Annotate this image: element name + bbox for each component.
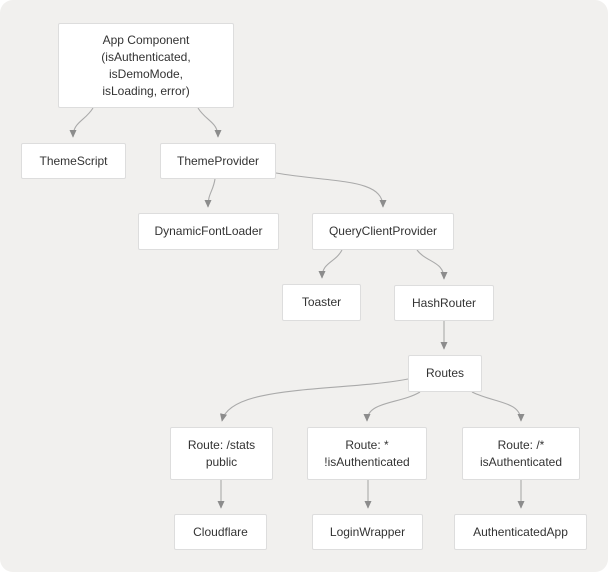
node-routes[interactable]: Routes [408,355,482,392]
node-label: QueryClientProvider [328,224,438,238]
node-label: LoginWrapper [329,524,406,539]
node-theme-provider[interactable]: ThemeProvider [160,143,276,179]
node-route-stats[interactable]: Route: /stats public [170,427,273,480]
node-dynamic-font-loader[interactable]: DynamicFontLoader [138,213,279,250]
node-label: Routes [425,366,465,380]
edge-app-component-to-theme-provider [197,107,222,138]
node-toaster[interactable]: Toaster [282,284,361,321]
node-route-star[interactable]: Route: * !isAuthenticated [307,427,427,480]
node-label: DynamicFontLoader [154,224,263,238]
node-label: Toaster [301,295,342,309]
node-label: App Component [102,32,190,47]
node-label: (isAuthenticated, [101,49,191,64]
node-label: ThemeScript [39,153,108,168]
edge-app-component-to-theme-script [69,107,94,138]
edge-theme-provider-to-dynamic-font-loader [204,178,216,208]
edge-query-client-provider-to-hash-router [416,249,448,280]
node-label: Cloudflare [193,524,248,539]
node-label: Route: /* [497,437,545,452]
edge-theme-provider-to-query-client-provider [275,172,387,208]
node-label: Route: * [345,437,389,452]
node-label: public [205,454,238,469]
node-authenticated-app[interactable]: AuthenticatedApp [454,514,587,550]
node-label: !isAuthenticated [324,454,410,469]
node-route-slash-star[interactable]: Route: /* isAuthenticated [462,427,580,480]
node-label: HashRouter [411,295,477,310]
edge-routes-to-route-slash-star [471,391,525,422]
node-cloudflare[interactable]: Cloudflare [174,514,267,550]
node-label: isDemoMode, [108,66,184,81]
node-hash-router[interactable]: HashRouter [394,285,494,321]
node-app-component[interactable]: App Component (isAuthenticated, isDemoMode… [58,23,234,108]
node-label: AuthenticatedApp [473,524,568,539]
edge-routes-to-route-stats [220,378,409,422]
edge-query-client-provider-to-toaster [318,249,343,279]
node-label: Route: /stats [187,437,256,452]
node-login-wrapper[interactable]: LoginWrapper [312,514,423,550]
node-label: isLoading, error) [102,83,190,98]
node-label: ThemeProvider [176,153,260,168]
edge-routes-to-route-star [363,391,421,422]
node-label: isAuthenticated [479,454,563,469]
node-theme-script[interactable]: ThemeScript [21,143,126,179]
node-query-client-provider[interactable]: QueryClientProvider [312,213,454,250]
